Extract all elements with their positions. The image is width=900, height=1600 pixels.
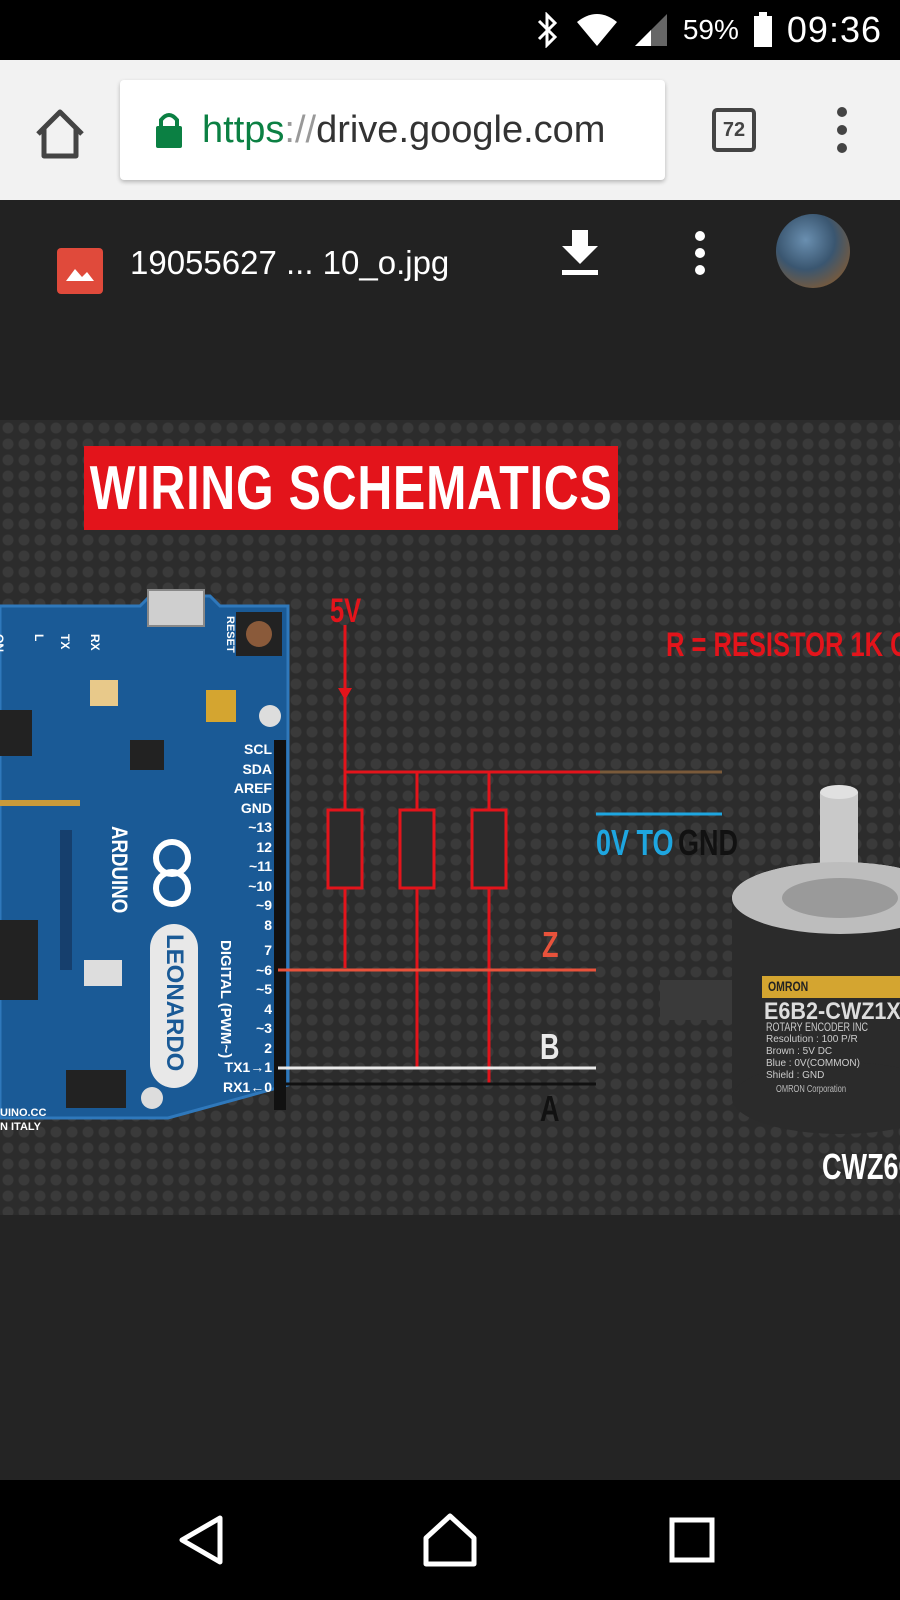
signal-icon: [634, 14, 667, 46]
pin-label: SCL: [244, 741, 272, 757]
board-model: LEONARDO: [161, 934, 188, 1072]
board-pin-labels: SCL SDA AREF GND ~13 12 ~11 ~10 ~9 8 7 ~…: [206, 740, 272, 1097]
encoder-caption: CWZ6C: [822, 1146, 900, 1187]
encoder-subtitle: ROTARY ENCODER INC: [766, 1020, 869, 1034]
label-0v-to: 0V TO: [596, 822, 674, 863]
image-preview[interactable]: WIRING SCHEMATICS: [0, 420, 900, 1215]
header-label-tx: TX: [58, 634, 72, 650]
browser-toolbar: https://drive.google.com 72: [0, 60, 900, 200]
encoder-specs: Resolution : 100 P/R Brown : 5V DC Blue …: [766, 1034, 860, 1082]
label-5v: 5V: [330, 592, 362, 630]
pin-label: SDA: [242, 760, 272, 777]
file-name: 19055627 ... 10_o.jpg: [130, 244, 450, 281]
schematic-wires: [278, 625, 722, 1086]
label-b: B: [540, 1026, 560, 1067]
url-text: https://drive.google.com: [202, 109, 605, 152]
pin-label: ~5: [256, 981, 272, 997]
viewer-background: [0, 1215, 900, 1480]
board-name: ARDUINO: [107, 826, 132, 914]
pin-label: ~9: [256, 897, 272, 913]
tab-count: 72: [722, 118, 746, 141]
board-footer: UINO.CC N ITALY: [0, 1106, 46, 1134]
url-scheme: https: [202, 108, 285, 151]
url-host: drive.google.com: [316, 108, 606, 151]
pin-label: ~10: [248, 877, 272, 894]
download-icon[interactable]: [558, 228, 602, 276]
banner-title: WIRING SCHEMATICS: [89, 453, 613, 523]
header-label-rx: RX: [88, 634, 102, 651]
pin-label: ~6: [256, 961, 272, 978]
navigation-bar: [0, 1480, 900, 1600]
battery-icon: [753, 12, 772, 47]
status-bar: 59% 09:36: [0, 0, 900, 60]
avatar[interactable]: [776, 214, 850, 288]
home-nav-icon[interactable]: [420, 1510, 480, 1570]
clock: 09:36: [786, 9, 882, 50]
pin-label: ~3: [256, 1020, 272, 1036]
lock-icon: [156, 113, 182, 148]
label-z: Z: [542, 924, 559, 965]
url-bar[interactable]: https://drive.google.com: [120, 80, 665, 180]
banner: WIRING SCHEMATICS: [84, 446, 618, 530]
wiring-schematic: [0, 589, 900, 1134]
pin-label: GND: [240, 799, 272, 816]
label-gnd: GND: [678, 822, 738, 863]
wifi-icon: [576, 14, 617, 46]
encoder-brand: OMRON: [768, 978, 809, 994]
pin-label: 7: [264, 942, 272, 958]
home-icon[interactable]: [30, 104, 90, 164]
label-a: A: [540, 1088, 560, 1129]
encoder-spec: Blue : 0V(COMMON): [766, 1058, 860, 1069]
drive-viewer-header: 19055627 ... 10_o.jpg: [0, 200, 900, 420]
label-resistor: R = RESISTOR 1K OR 4: [666, 626, 900, 664]
more-vert-icon[interactable]: [692, 230, 708, 276]
pin-label: AREF: [233, 780, 272, 796]
encoder-corp: OMRON Corporation: [776, 1084, 847, 1095]
pin-label: ~13: [248, 819, 272, 835]
board-footer-line: UINO.CC: [0, 1107, 47, 1119]
tab-switcher-button[interactable]: 72: [712, 108, 756, 152]
pin-label: 2: [264, 1039, 272, 1056]
url-separator: ://: [284, 108, 317, 151]
more-vert-icon[interactable]: [834, 106, 850, 154]
header-label-on: ON: [0, 634, 6, 652]
image-file-icon: [57, 248, 103, 294]
encoder-spec: Shield : GND: [766, 1070, 825, 1081]
battery-percentage: 59%: [682, 14, 739, 45]
board-reset: RESET: [224, 616, 236, 653]
arduino-board: [0, 589, 290, 1120]
pin-label: RX1←0: [222, 1078, 272, 1095]
rotary-encoder: [660, 785, 900, 1134]
bluetooth-icon: [537, 12, 557, 48]
pin-label: 4: [264, 1000, 272, 1017]
recents-icon[interactable]: [662, 1510, 722, 1570]
pin-label: 8: [264, 916, 272, 933]
pin-label: ~11: [249, 858, 272, 874]
encoder-spec: Brown : 5V DC: [766, 1046, 833, 1057]
pin-label: TX1→1: [224, 1059, 272, 1075]
back-icon[interactable]: [172, 1510, 232, 1570]
board-footer-line: N ITALY: [0, 1121, 41, 1133]
encoder-model: E6B2-CWZ1X: [764, 998, 900, 1025]
encoder-spec: Resolution : 100 P/R: [766, 1034, 858, 1045]
header-label-l: L: [32, 634, 46, 642]
pin-label: 12: [256, 838, 272, 855]
